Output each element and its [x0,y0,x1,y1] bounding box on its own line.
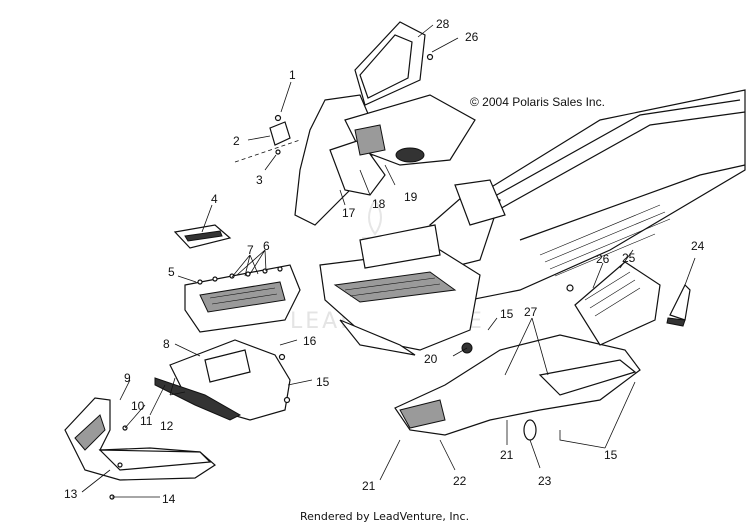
upper-console [294,94,476,226]
callout-4: 4 [211,192,218,206]
callout-25: 25 [622,251,636,265]
leader-lines [81,24,696,498]
callout-13: 13 [64,487,78,501]
callout-12: 12 [160,419,174,433]
callout-3: 3 [256,173,263,187]
callout-19: 19 [404,190,418,204]
callout-1: 1 [289,68,296,82]
callout-22: 22 [453,474,467,488]
callout-15-center: 15 [500,307,514,321]
callout-15-right: 15 [604,448,618,462]
side-cover [566,261,661,346]
callout-24: 24 [691,239,705,253]
panel-4 [173,224,232,249]
callout-14: 14 [162,492,176,506]
callout-28: 28 [436,17,450,31]
callout-27: 27 [524,305,538,319]
callout-labels: 1 2 3 4 5 6 7 8 9 10 11 12 13 14 15 15 1… [64,17,705,506]
callout-26-right: 26 [596,252,610,266]
belly-pan [154,339,291,421]
callout-8: 8 [163,337,170,351]
callout-21-left: 21 [362,479,376,493]
callout-23: 23 [538,474,552,488]
callout-15-left: 15 [316,375,330,389]
front-bulkhead [319,224,481,356]
callout-21-center: 21 [500,448,514,462]
chassis-tunnel [429,89,746,301]
footer-credit: Rendered by LeadVenture, Inc. [300,510,469,523]
copyright-notice: © 2004 Polaris Sales Inc. [470,95,605,109]
callout-20: 20 [424,352,438,366]
callout-17: 17 [342,206,356,220]
left-bulkhead [184,264,301,333]
callout-7: 7 [247,243,254,257]
front-nose [64,397,216,500]
callout-18: 18 [372,197,386,211]
callout-6: 6 [263,239,270,253]
tunnel-rivet-pattern [539,204,671,277]
callout-5: 5 [168,265,175,279]
bracket-parts [234,114,301,163]
windshield-panel [354,21,434,106]
callout-26-top: 26 [465,30,479,44]
part-24 [666,283,691,327]
callout-9: 9 [124,371,131,385]
callout-2: 2 [233,134,240,148]
side-panel-right [394,334,641,441]
callout-10: 10 [131,399,145,413]
callout-16: 16 [303,334,317,348]
callout-11: 11 [140,414,153,428]
